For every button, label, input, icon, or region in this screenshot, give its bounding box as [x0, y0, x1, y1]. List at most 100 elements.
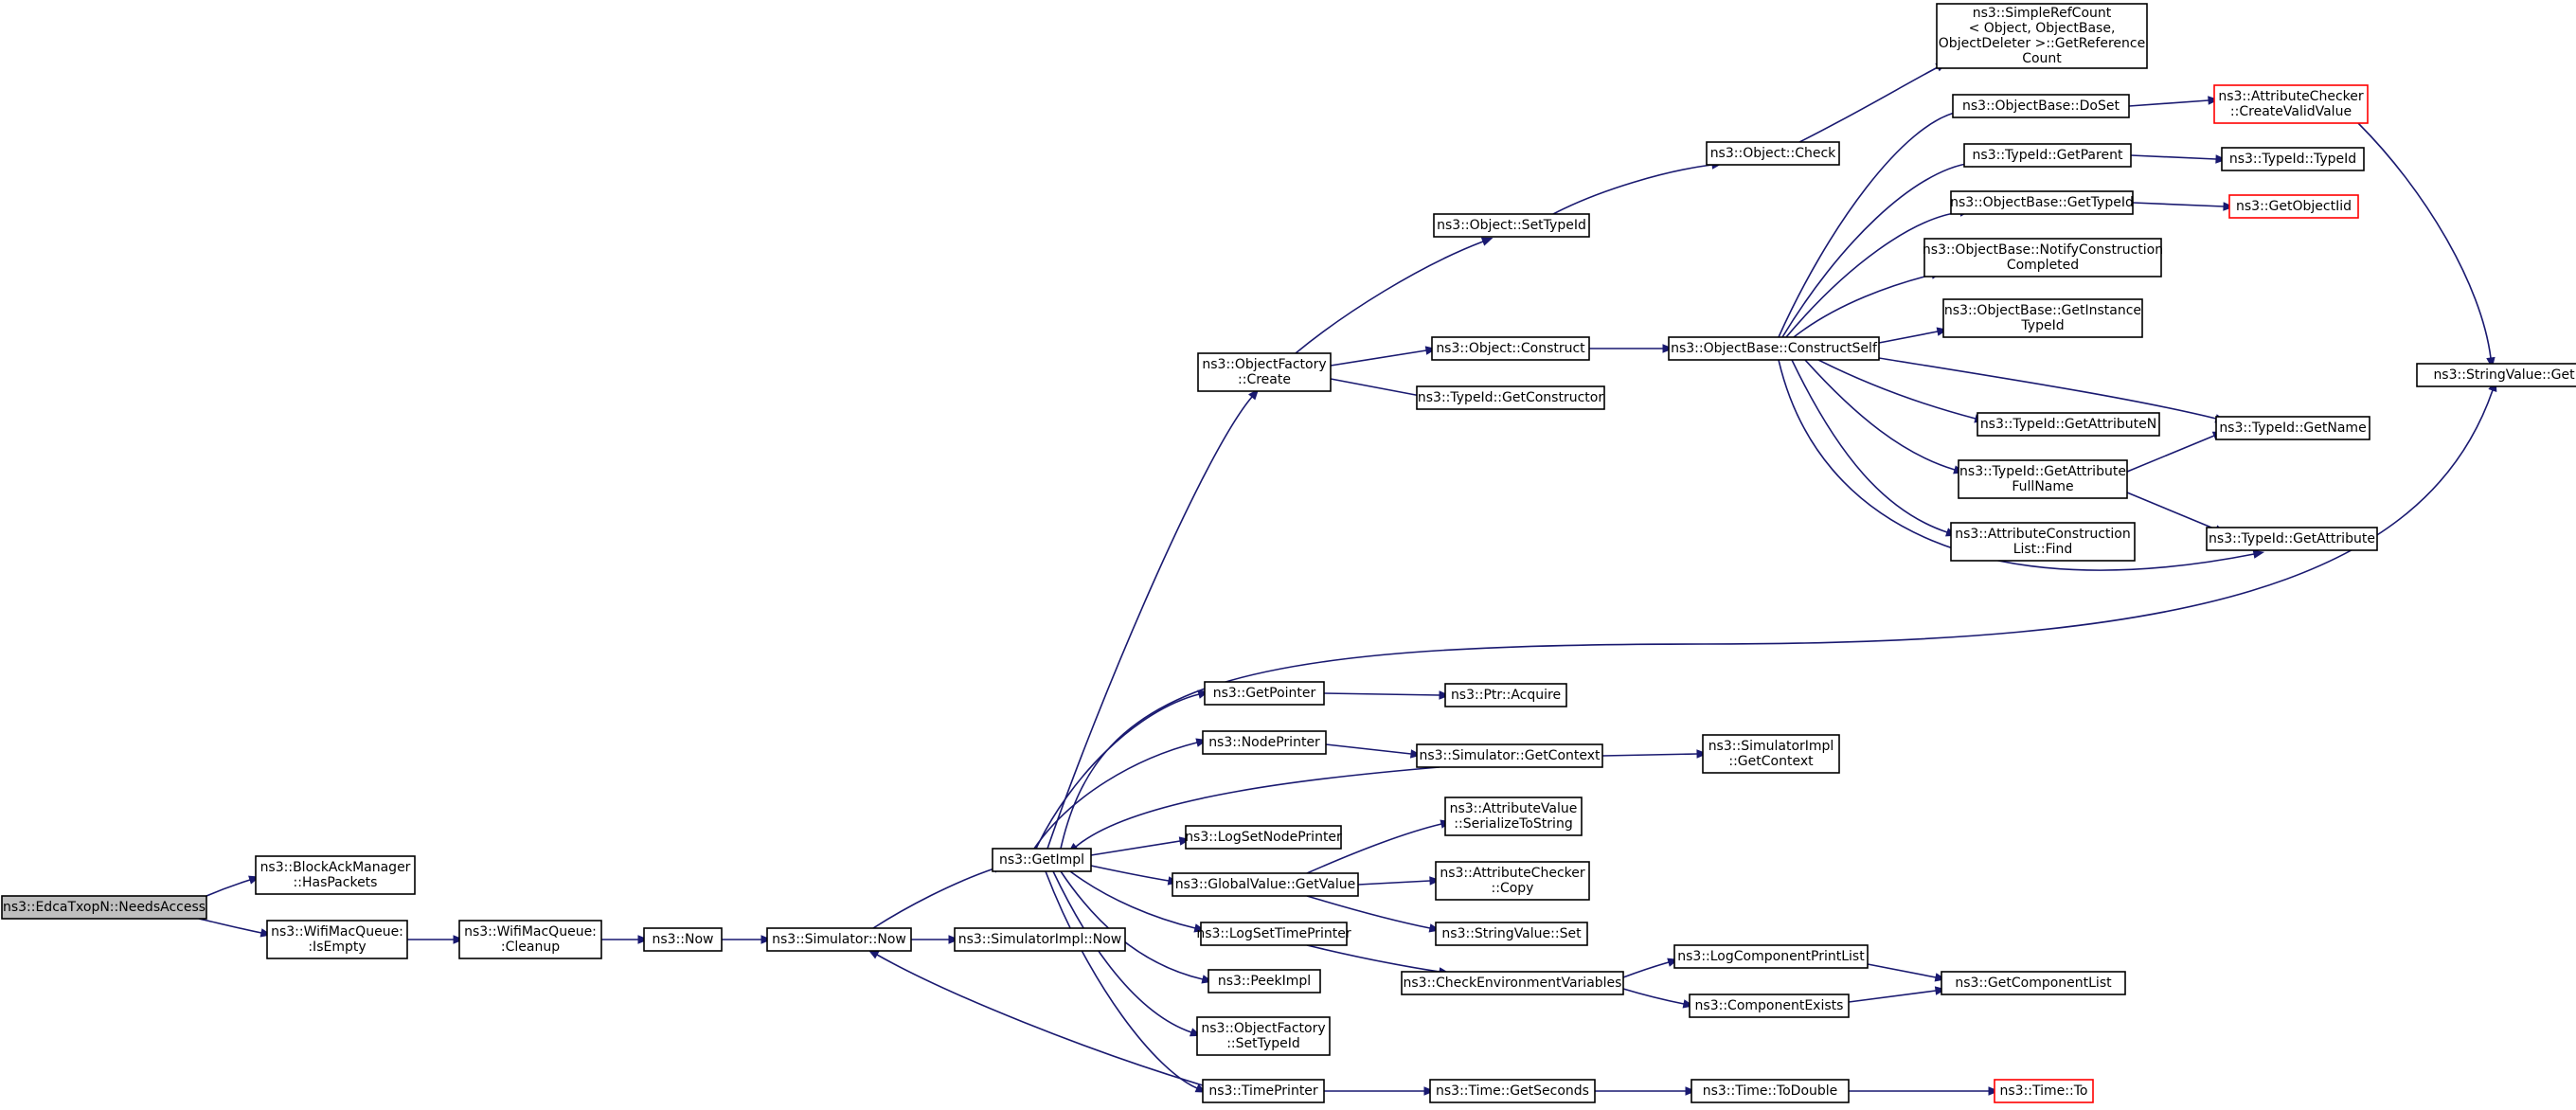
node-box[interactable] [1416, 385, 1605, 410]
node-box[interactable] [1429, 1079, 1596, 1103]
node-box[interactable] [1950, 522, 2136, 562]
node-stringget[interactable]: ns3::StringValue::Get [2416, 363, 2576, 387]
node-box[interactable] [2213, 84, 2369, 124]
node-globalget[interactable]: ns3::GlobalValue::GetValue [1172, 872, 1359, 897]
node-lognodeprinter[interactable]: ns3::LogSetNodePrinter [1185, 825, 1342, 850]
node-box[interactable] [2215, 416, 2370, 440]
node-box[interactable] [1204, 681, 1325, 706]
node-todouble[interactable]: ns3::Time::ToDouble [1690, 1079, 1850, 1103]
node-box[interactable] [1202, 730, 1327, 755]
node-checkenv[interactable]: ns3::CheckEnvironmentVariables [1401, 971, 1624, 995]
node-box[interactable] [992, 848, 1092, 872]
node-box[interactable] [1444, 797, 1583, 836]
node-gettypeid[interactable]: ns3::ObjectBase::GetTypeId [1950, 190, 2134, 215]
node-box[interactable] [255, 855, 416, 895]
node-box[interactable] [1923, 238, 2162, 278]
node-getattrn[interactable]: ns3::TypeId::GetAttributeN [1977, 412, 2160, 437]
node-ofsettypeid[interactable]: ns3::ObjectFactory::SetTypeId [1196, 1016, 1331, 1056]
node-timeto[interactable]: ns3::Time::To [1994, 1079, 2094, 1103]
node-compexists[interactable]: ns3::ComponentExists [1689, 994, 1850, 1018]
node-box[interactable] [1958, 459, 2128, 499]
node-box[interactable] [1668, 336, 1880, 361]
node-getpointer[interactable]: ns3::GetPointer [1204, 681, 1325, 706]
node-box[interactable] [1941, 971, 2126, 995]
node-stringset[interactable]: ns3::StringValue::Set [1435, 922, 1588, 946]
node-getobjectiid[interactable]: ns3::GetObjectIid [2228, 194, 2359, 219]
node-notify[interactable]: ns3::ObjectBase::NotifyConstructionCompl… [1923, 238, 2163, 278]
node-ofcreate[interactable]: ns3::ObjectFactory::Create [1197, 352, 1332, 392]
node-box[interactable] [643, 927, 723, 952]
node-getseconds[interactable]: ns3::Time::GetSeconds [1429, 1079, 1596, 1103]
node-box[interactable] [1936, 3, 2148, 69]
node-box[interactable] [1200, 922, 1348, 946]
node-box[interactable] [1431, 336, 1590, 361]
node-getimpl[interactable]: ns3::GetImpl [992, 848, 1092, 872]
node-simgetcontext[interactable]: ns3::Simulator::GetContext [1416, 743, 1603, 768]
node-ptracquire[interactable]: ns3::Ptr::Acquire [1444, 683, 1567, 707]
node-box[interactable] [1689, 994, 1850, 1018]
node-box[interactable] [1208, 969, 1321, 994]
node-box[interactable] [1706, 141, 1840, 166]
node-createvalid[interactable]: ns3::AttributeChecker::CreateValidValue [2213, 84, 2369, 124]
node-box[interactable] [1444, 683, 1567, 707]
node-box[interactable] [1702, 734, 1840, 774]
node-getconstructor[interactable]: ns3::TypeId::GetConstructor [1416, 385, 1605, 410]
node-box[interactable] [1942, 298, 2143, 338]
node-box[interactable] [1963, 143, 2132, 168]
node-box[interactable] [1196, 1016, 1331, 1056]
node-blockack[interactable]: ns3::BlockAckManager::HasPackets [255, 855, 416, 895]
node-box[interactable] [954, 927, 1126, 952]
node-box[interactable] [2221, 147, 2365, 171]
node-box[interactable] [1, 895, 207, 920]
node-box[interactable] [1172, 872, 1359, 897]
node-box[interactable] [1202, 1079, 1325, 1103]
node-getattribute[interactable]: ns3::TypeId::GetAttribute [2206, 527, 2378, 551]
node-cleanup[interactable]: ns3::WifiMacQueue::Cleanup [458, 920, 602, 959]
node-typeidtypeid[interactable]: ns3::TypeId::TypeId [2221, 147, 2365, 171]
node-logtimeprinter[interactable]: ns3::LogSetTimePrinter [1196, 922, 1351, 946]
node-now[interactable]: ns3::Now [643, 927, 723, 952]
node-getname[interactable]: ns3::TypeId::GetName [2215, 416, 2370, 440]
node-logcompprint[interactable]: ns3::LogComponentPrintList [1673, 944, 1869, 969]
node-box[interactable] [2416, 363, 2576, 387]
node-box[interactable] [1433, 213, 1590, 238]
node-box[interactable] [1416, 743, 1603, 768]
node-box[interactable] [2228, 194, 2359, 219]
node-box[interactable] [2206, 527, 2378, 551]
node-getcomplist[interactable]: ns3::GetComponentList [1941, 971, 2126, 995]
node-box[interactable] [1690, 1079, 1850, 1103]
node-box[interactable] [1952, 94, 2130, 118]
node-box[interactable] [1977, 412, 2160, 437]
node-simimplgetcontext[interactable]: ns3::SimulatorImpl::GetContext [1702, 734, 1840, 774]
node-getparent[interactable]: ns3::TypeId::GetParent [1963, 143, 2132, 168]
node-simnow[interactable]: ns3::Simulator::Now [766, 927, 912, 952]
node-box[interactable] [266, 920, 408, 959]
node-box[interactable] [766, 927, 912, 952]
node-simimplnow[interactable]: ns3::SimulatorImpl::Now [954, 927, 1126, 952]
node-box[interactable] [1185, 825, 1342, 850]
node-constructself[interactable]: ns3::ObjectBase::ConstructSelf [1668, 336, 1880, 361]
node-root[interactable]: ns3::EdcaTxopN::NeedsAccess [1, 895, 207, 920]
node-peekimpl[interactable]: ns3::PeekImpl [1208, 969, 1321, 994]
node-simplerefcount[interactable]: ns3::SimpleRefCount< Object, ObjectBase,… [1936, 3, 2148, 69]
node-checkercopy[interactable]: ns3::AttributeChecker::Copy [1435, 861, 1590, 901]
node-box[interactable] [1950, 190, 2134, 215]
node-box[interactable] [1435, 861, 1590, 901]
node-nodeprinter[interactable]: ns3::NodePrinter [1202, 730, 1327, 755]
node-box[interactable] [1401, 971, 1624, 995]
node-box[interactable] [1994, 1079, 2094, 1103]
node-serialize[interactable]: ns3::AttributeValue::SerializeToString [1444, 797, 1583, 836]
node-objcheck[interactable]: ns3::Object::Check [1706, 141, 1840, 166]
node-timeprinter[interactable]: ns3::TimePrinter [1202, 1079, 1325, 1103]
node-box[interactable] [458, 920, 602, 959]
node-setTypeid[interactable]: ns3::Object::SetTypeId [1433, 213, 1590, 238]
node-box[interactable] [1435, 922, 1588, 946]
node-box[interactable] [1673, 944, 1869, 969]
node-objconstruct[interactable]: ns3::Object::Construct [1431, 336, 1590, 361]
node-isempty[interactable]: ns3::WifiMacQueue::IsEmpty [266, 920, 408, 959]
node-box[interactable] [1197, 352, 1332, 392]
node-doset[interactable]: ns3::ObjectBase::DoSet [1952, 94, 2130, 118]
